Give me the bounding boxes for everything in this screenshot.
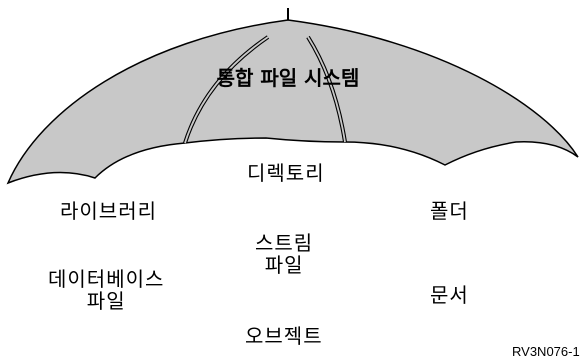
label-stream-file-line2: 파일 <box>264 253 304 277</box>
label-directory: 디렉토리 <box>247 161 325 185</box>
umbrella-title: 통합 파일 시스템 <box>216 66 360 90</box>
figure-id: RV3N076-1 <box>512 344 580 359</box>
label-library: 라이브러리 <box>60 199 157 223</box>
label-database-file-line2: 파일 <box>86 289 126 313</box>
umbrella-canopy <box>6 19 579 185</box>
label-document: 문서 <box>430 283 469 307</box>
label-object: 오브젝트 <box>245 324 323 348</box>
label-stream-file: 스트림 파일 <box>255 232 313 276</box>
label-stream-file-line1: 스트림 <box>255 231 314 255</box>
label-folder: 폴더 <box>430 199 469 223</box>
label-database-file-line1: 데이터베이스 <box>48 267 165 291</box>
label-database-file: 데이터베이스 파일 <box>48 268 164 312</box>
